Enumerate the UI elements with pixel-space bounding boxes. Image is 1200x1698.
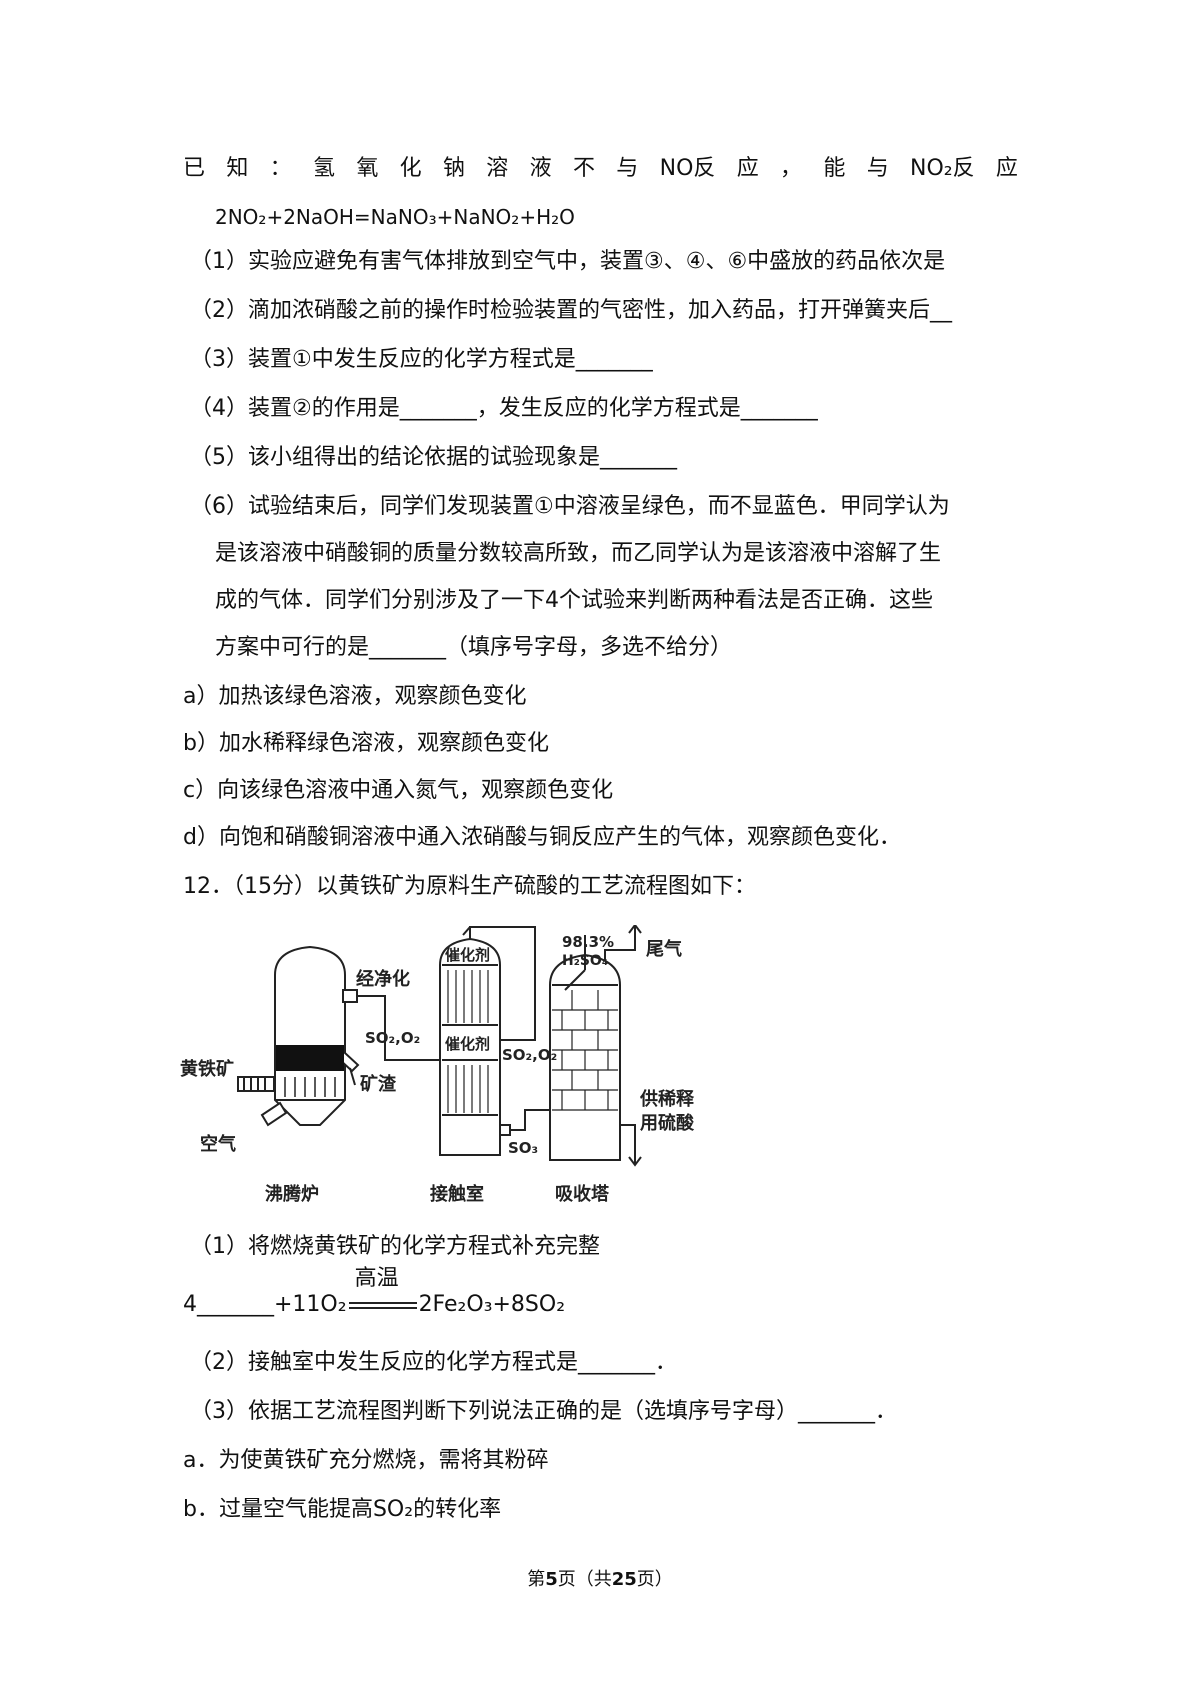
known-char: 氧 <box>356 156 379 181</box>
known-char: 与 <box>866 156 889 181</box>
option-c: c）向该绿色溶液中通入氮气，观察颜色变化 <box>183 778 614 803</box>
boiling-furnace-shape <box>274 945 346 1126</box>
label-catalyst-1: 催化剂 <box>445 946 490 964</box>
question-11-6-cont-3: 方案中可行的是_______（填序号字母，多选不给分） <box>215 635 733 660</box>
known-char: 应 <box>995 156 1018 181</box>
pyrite-bed <box>276 1045 344 1071</box>
question-11-6: （6）试验结束后，同学们发现装置①中溶液呈绿色，而不显蓝色．甲同学认为 <box>190 494 950 519</box>
label-so2-o2-left: SO₂,O₂ <box>365 1029 420 1047</box>
label-pyrite: 黄铁矿 <box>180 1058 234 1080</box>
known-char: 溶 <box>486 156 509 181</box>
known-char: NO₂反 <box>910 156 975 181</box>
footer-prefix: 第 <box>527 1569 546 1590</box>
known-char: 钠 <box>442 156 465 181</box>
page-footer: 第5页（共25页） <box>0 1565 1200 1591</box>
footer-suffix: 页） <box>636 1569 673 1590</box>
label-air: 空气 <box>200 1133 236 1155</box>
option-a: a）加热该绿色溶液，观察颜色变化 <box>183 684 527 709</box>
question-11-2: （2）滴加浓硝酸之前的操作时检验装置的气密性，加入药品，打开弹簧夹后__ <box>190 298 952 323</box>
known-char: ： <box>269 156 292 181</box>
absorption-tower-shape <box>549 953 621 1161</box>
label-so2-o2-right: SO₂,O₂ <box>502 1046 557 1064</box>
label-acid-conc: 98.3% <box>562 933 614 951</box>
label-furnace: 沸腾炉 <box>265 1183 319 1205</box>
known-char: 液 <box>529 156 552 181</box>
known-char: 应 <box>736 156 759 181</box>
known-char: ， <box>780 156 803 181</box>
label-so3: SO₃ <box>508 1139 538 1157</box>
equation-no2-naoh: 2NO₂+2NaOH=NaNO₃+NaNO₂+H₂O <box>215 205 575 229</box>
condition-high-temp: 高温 <box>354 1266 399 1291</box>
equation-right: 2Fe₂O₃+8SO₂ <box>418 1292 566 1317</box>
question-12-3: （3）依据工艺流程图判断下列说法正确的是（选填序号字母）_______． <box>190 1399 897 1424</box>
known-char: 已 <box>183 156 206 181</box>
known-char: 不 <box>572 156 595 181</box>
known-char: 氢 <box>312 156 335 181</box>
sulfuric-acid-process-diagram: 98.3% H₂SO₄ 尾气 经净化 催化剂 催化剂 SO₂,O₂ SO₂,O₂… <box>180 925 695 1205</box>
question-11-4: （4）装置②的作用是_______，发生反应的化学方程式是_______ <box>190 396 818 421</box>
label-acid-formula: H₂SO₄ <box>562 953 608 969</box>
footer-total-pages: 25 <box>611 1569 637 1590</box>
equation-condition: 高温 <box>347 1266 419 1320</box>
known-char: NO反 <box>659 156 716 181</box>
label-dilute-1: 供稀释 <box>639 1088 695 1110</box>
equation-left: 4_______+11O₂ <box>183 1292 347 1317</box>
equals-sign <box>348 1302 417 1309</box>
question-11-6-cont-2: 成的气体．同学们分别涉及了一下4个试验来判断两种看法是否正确．这些 <box>215 588 933 613</box>
question-11-6-cont-1: 是该溶液中硝酸铜的质量分数较高所致，而乙同学认为是该溶液中溶解了生 <box>215 541 942 566</box>
label-purify: 经净化 <box>356 968 410 990</box>
option-12-b: b．过量空气能提高SO₂的转化率 <box>183 1497 502 1522</box>
known-char: 能 <box>823 156 846 181</box>
footer-mid: 页（共 <box>557 1569 612 1590</box>
question-12-2: （2）接触室中发生反应的化学方程式是_______． <box>190 1350 677 1375</box>
question-11-1: （1）实验应避免有害气体排放到空气中，装置③、④、⑥中盛放的药品依次是 <box>190 249 946 274</box>
option-d: d）向饱和硝酸铜溶液中通入浓硝酸与铜反应产生的气体，观察颜色变化． <box>183 825 901 850</box>
contact-chamber-shape <box>439 937 501 1156</box>
question-12-1: （1）将燃烧黄铁矿的化学方程式补充完整 <box>190 1234 600 1259</box>
label-slag: 矿渣 <box>360 1073 397 1095</box>
question-11-3: （3）装置①中发生反应的化学方程式是_______ <box>190 347 653 372</box>
label-tail-gas: 尾气 <box>646 938 682 960</box>
label-absorption-tower: 吸收塔 <box>555 1183 610 1205</box>
known-char: 知 <box>226 156 249 181</box>
question-12-title: 12．（15分）以黄铁矿为原料生产硫酸的工艺流程图如下： <box>183 874 756 899</box>
known-char: 化 <box>399 156 422 181</box>
label-catalyst-2: 催化剂 <box>445 1035 490 1053</box>
equation-pyrite-combustion: 4_______+11O₂ 高温 2Fe₂O₃+8SO₂ <box>183 1266 566 1320</box>
label-contact-chamber: 接触室 <box>430 1183 484 1205</box>
option-12-a: a．为使黄铁矿充分燃烧，需将其粉碎 <box>183 1448 549 1473</box>
known-char: 与 <box>616 156 639 181</box>
option-b: b）加水稀释绿色溶液，观察颜色变化 <box>183 731 549 756</box>
question-11-5: （5）该小组得出的结论依据的试验现象是_______ <box>190 445 677 470</box>
label-dilute-2: 用硫酸 <box>640 1112 695 1134</box>
footer-page-number: 5 <box>545 1569 558 1590</box>
